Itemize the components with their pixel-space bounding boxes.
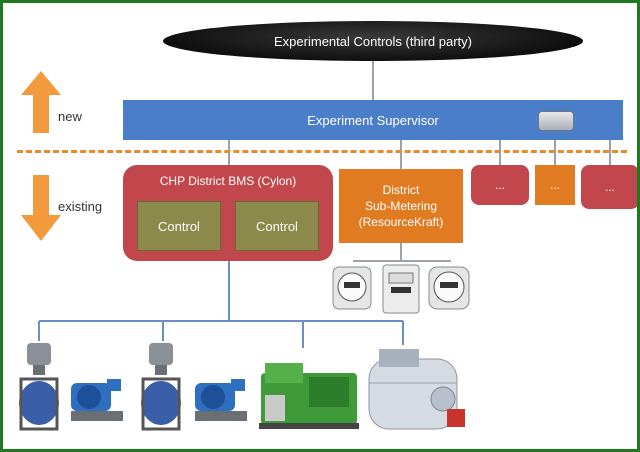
existing-label: existing — [58, 199, 103, 214]
down-arrow-icon — [21, 175, 61, 241]
valve-icon — [141, 343, 181, 431]
control-box: Control — [137, 201, 221, 251]
meter-icon — [428, 266, 470, 310]
meter-icon — [332, 266, 372, 310]
control-box: Control — [235, 201, 319, 251]
new-existing-divider — [17, 150, 627, 153]
server-icon — [538, 111, 574, 131]
boiler-icon — [368, 349, 465, 430]
pump-icon — [71, 379, 123, 421]
other-system-box: ... — [581, 165, 637, 209]
up-arrow-icon — [21, 71, 61, 133]
pump-icon — [195, 379, 247, 421]
other-system-box: ... — [535, 165, 575, 205]
connector-lines — [19, 61, 611, 431]
experimental-controls-node: Experimental Controls (third party) — [163, 21, 583, 61]
district-sub-metering-box: District Sub-Metering (ResourceKraft) — [339, 169, 463, 243]
chp-engine-icon — [259, 363, 359, 429]
new-label: new — [58, 109, 82, 124]
other-system-box: ... — [471, 165, 529, 205]
meter-icon — [382, 264, 420, 314]
valve-icon — [19, 343, 59, 431]
chp-bms-title: CHP District BMS (Cylon) — [159, 174, 297, 188]
